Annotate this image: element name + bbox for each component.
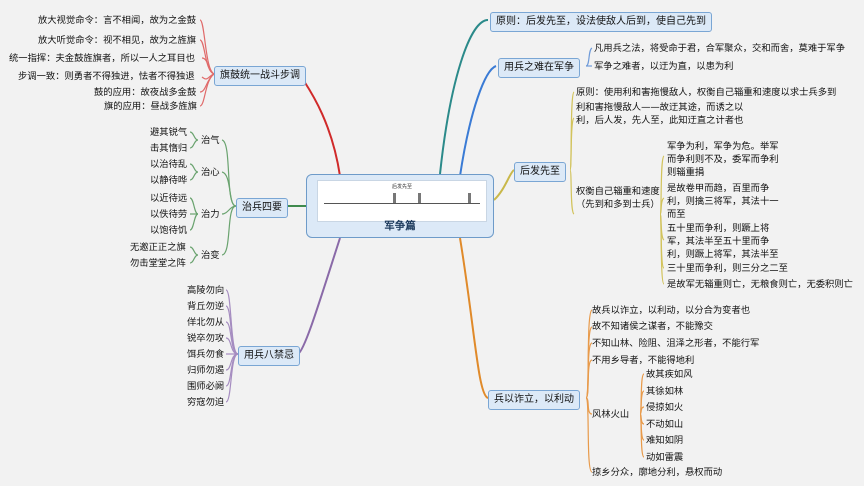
zhali-fenglin[interactable]: 风林火山 xyxy=(592,409,630,420)
qigu-item[interactable]: 鼓的应用：故夜战多金鼓 xyxy=(94,87,197,98)
fenglin-item[interactable]: 故其疾如风 xyxy=(646,369,693,380)
zhali-item[interactable]: 故不知诸侯之谋者，不能豫交 xyxy=(592,321,713,332)
branch-houfa[interactable]: 后发先至 xyxy=(514,162,566,182)
zhali-item[interactable]: 不知山林、险阻、沮泽之形者，不能行军 xyxy=(592,338,760,349)
thumbnail-figure xyxy=(468,193,471,203)
thumbnail-figure xyxy=(418,193,421,203)
branch-line-yuanze xyxy=(439,19,489,175)
bajin-item[interactable]: 佯北勿从 xyxy=(187,317,225,328)
zhali-item[interactable]: 不用乡导者，不能得地利 xyxy=(592,355,695,366)
thumbnail-caption: 后发先至 xyxy=(391,184,412,190)
bajin-item[interactable]: 背丘勿逆 xyxy=(187,301,225,312)
thumbnail-axis xyxy=(324,203,480,204)
qigu-item[interactable]: 统一指挥：夫金鼓旌旗者，所以一人之耳目也 xyxy=(9,53,195,64)
bajin-item[interactable]: 高陵勿向 xyxy=(187,285,225,296)
branch-yuanze[interactable]: 原则：后发先至，设法使敌人后到，使自己先到 xyxy=(490,12,712,32)
branch-line-zhali xyxy=(459,237,489,399)
qigu-item[interactable]: 放大听觉命令：视不相见，故为之旌旗 xyxy=(38,35,197,46)
houfa-principle[interactable]: 原则：使用利和害拖慢敌人，权衡自己辎重和速度以求士兵多到 xyxy=(576,87,837,98)
branch-line-houfa xyxy=(493,169,515,201)
bajin-item[interactable]: 锐卒勿攻 xyxy=(187,333,225,344)
qigu-item[interactable]: 旗的应用：昼战多旌旗 xyxy=(104,101,197,112)
branch-bajin[interactable]: 用兵八禁忌 xyxy=(238,346,300,366)
quanheng-item[interactable]: 三十里而争利，则三分之二至 xyxy=(667,263,788,274)
houfa-liyong[interactable]: 利和害拖慢敌人——故迂其途，而诱之以利，后人发，先人至，此知迂直之计者也 xyxy=(576,102,744,126)
zhali-item[interactable]: 故兵以诈立，以利动，以分合为变者也 xyxy=(592,305,751,316)
thumbnail-figure xyxy=(393,193,396,203)
quanheng-item[interactable]: 是故卷甲而趋，百里而争利，则擒三将军，其法十一而至 xyxy=(667,183,779,220)
zhibing-item[interactable]: 以佚待劳 xyxy=(150,209,188,220)
nan-item[interactable]: 凡用兵之法，将受命于君，合军聚众，交和而舍，莫难于军争 xyxy=(594,43,846,54)
fenglin-item[interactable]: 动如雷震 xyxy=(646,452,684,463)
quanheng-item[interactable]: 军争为利，军争为危。举军而争利则不及，委军而争利则辎重捐 xyxy=(667,141,779,178)
zhibing-group[interactable]: 治变 xyxy=(201,250,220,261)
branch-line-qigu xyxy=(299,73,341,177)
branch-zhibing[interactable]: 治兵四要 xyxy=(236,198,288,218)
fenglin-item[interactable]: 不动如山 xyxy=(646,419,684,430)
nan-item[interactable]: 军争之难者，以迂为直，以患为利 xyxy=(594,61,734,72)
zhibing-item[interactable]: 勿击堂堂之阵 xyxy=(130,258,186,269)
zhali-last[interactable]: 掠乡分众，廓地分利，悬权而动 xyxy=(592,467,723,478)
zhibing-item[interactable]: 以治待乱 xyxy=(150,159,188,170)
qigu-item[interactable]: 步调一致：则勇者不得独进，怯者不得独退 xyxy=(18,71,195,82)
quanheng-item[interactable]: 是故军无辎重则亡，无粮食则亡，无委积则亡 xyxy=(667,279,853,290)
central-title: 军争篇 xyxy=(384,220,416,232)
zhibing-item[interactable]: 无邀正正之旗 xyxy=(130,242,186,253)
zhibing-item[interactable]: 击其惰归 xyxy=(150,143,188,154)
bajin-item[interactable]: 饵兵勿食 xyxy=(187,349,225,360)
central-thumbnail: 后发先至 xyxy=(317,180,487,222)
zhibing-group[interactable]: 治气 xyxy=(201,135,220,146)
zhibing-group[interactable]: 治力 xyxy=(201,209,220,220)
branch-line-bajin xyxy=(297,237,341,355)
zhibing-item[interactable]: 避其锐气 xyxy=(150,127,188,138)
bajin-item[interactable]: 围师必阙 xyxy=(187,381,225,392)
houfa-quanheng[interactable]: 权衡自己辎重和速度（先到和多到士兵） xyxy=(576,186,660,210)
bajin-item[interactable]: 归师勿遏 xyxy=(187,365,225,376)
fenglin-item[interactable]: 难知如阴 xyxy=(646,435,684,446)
fenglin-item[interactable]: 侵掠如火 xyxy=(646,402,684,413)
fenglin-item[interactable]: 其徐如林 xyxy=(646,386,684,397)
zhibing-item[interactable]: 以静待哗 xyxy=(150,175,188,186)
qigu-item[interactable]: 放大视觉命令：言不相闻，故为之金鼓 xyxy=(38,15,197,26)
branch-qigu[interactable]: 旗鼓统一战斗步调 xyxy=(214,66,306,86)
branch-line-nan xyxy=(459,65,497,177)
bajin-item[interactable]: 穷寇勿迫 xyxy=(187,397,225,408)
zhibing-group[interactable]: 治心 xyxy=(201,167,220,178)
zhibing-item[interactable]: 以饱待饥 xyxy=(150,225,188,236)
zhibing-item[interactable]: 以近待远 xyxy=(150,193,188,204)
branch-nan[interactable]: 用兵之难在军争 xyxy=(498,58,580,78)
branch-zhali[interactable]: 兵以诈立，以利动 xyxy=(488,390,580,410)
central-topic[interactable]: 后发先至 军争篇 xyxy=(306,174,494,238)
quanheng-item[interactable]: 五十里而争利，则蹶上将军，其法半至五十里而争利，则蹶上将军，其法半至 xyxy=(667,223,779,260)
